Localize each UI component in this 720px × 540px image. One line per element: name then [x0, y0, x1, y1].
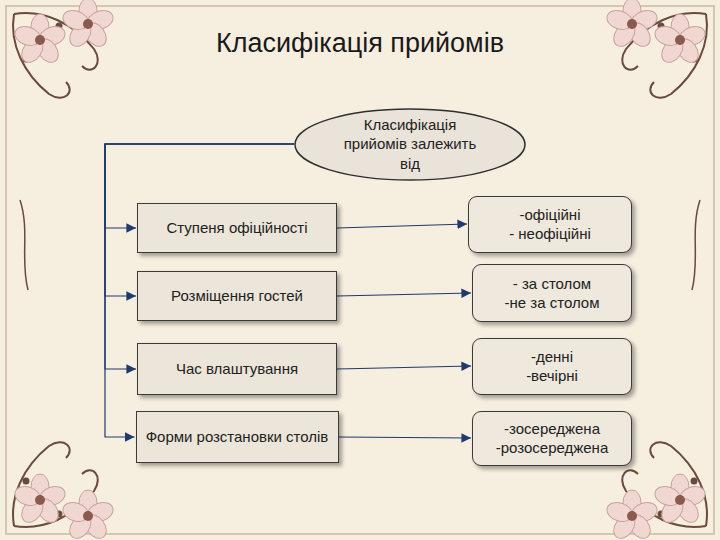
node-text: Форми розстановки столів — [146, 427, 329, 447]
criterion-box: Час влаштування — [137, 343, 337, 395]
node-text: -денні — [531, 347, 573, 367]
connector-arrow — [339, 437, 472, 438]
node-text: -розосереджена — [496, 438, 609, 458]
type-box: -офіційні- неофіційні — [468, 196, 632, 253]
node-text: -зосереджена — [504, 419, 600, 439]
node-text: -вечірні — [526, 366, 578, 386]
connector-arrow — [337, 224, 467, 228]
node-text: - за столом — [513, 274, 591, 294]
criterion-box: Розміщення гостей — [137, 271, 337, 321]
node-text: - неофіційні — [509, 224, 591, 244]
node-text: Ступеня офіційності — [166, 218, 307, 238]
criterion-box: Ступеня офіційності — [137, 203, 337, 253]
node-text: Класифікація прийомів залежить від — [335, 115, 485, 174]
node-text: Час влаштування — [176, 359, 298, 379]
type-box: -денні-вечірні — [472, 338, 632, 395]
root-ellipse: Класифікація прийомів залежить від — [294, 108, 526, 181]
criterion-box: Форми розстановки столів — [136, 411, 339, 463]
type-box: - за столом-не за столом — [472, 264, 632, 322]
connector-arrow — [337, 366, 471, 369]
type-box: -зосереджена-розосереджена — [472, 411, 632, 466]
connector-arrow — [105, 144, 294, 369]
node-text: -офіційні — [520, 205, 581, 225]
node-text: Розміщення гостей — [171, 286, 303, 306]
connector-arrow — [337, 293, 471, 296]
node-text: -не за столом — [505, 293, 600, 313]
page-title: Класифікація прийомів — [0, 28, 720, 59]
